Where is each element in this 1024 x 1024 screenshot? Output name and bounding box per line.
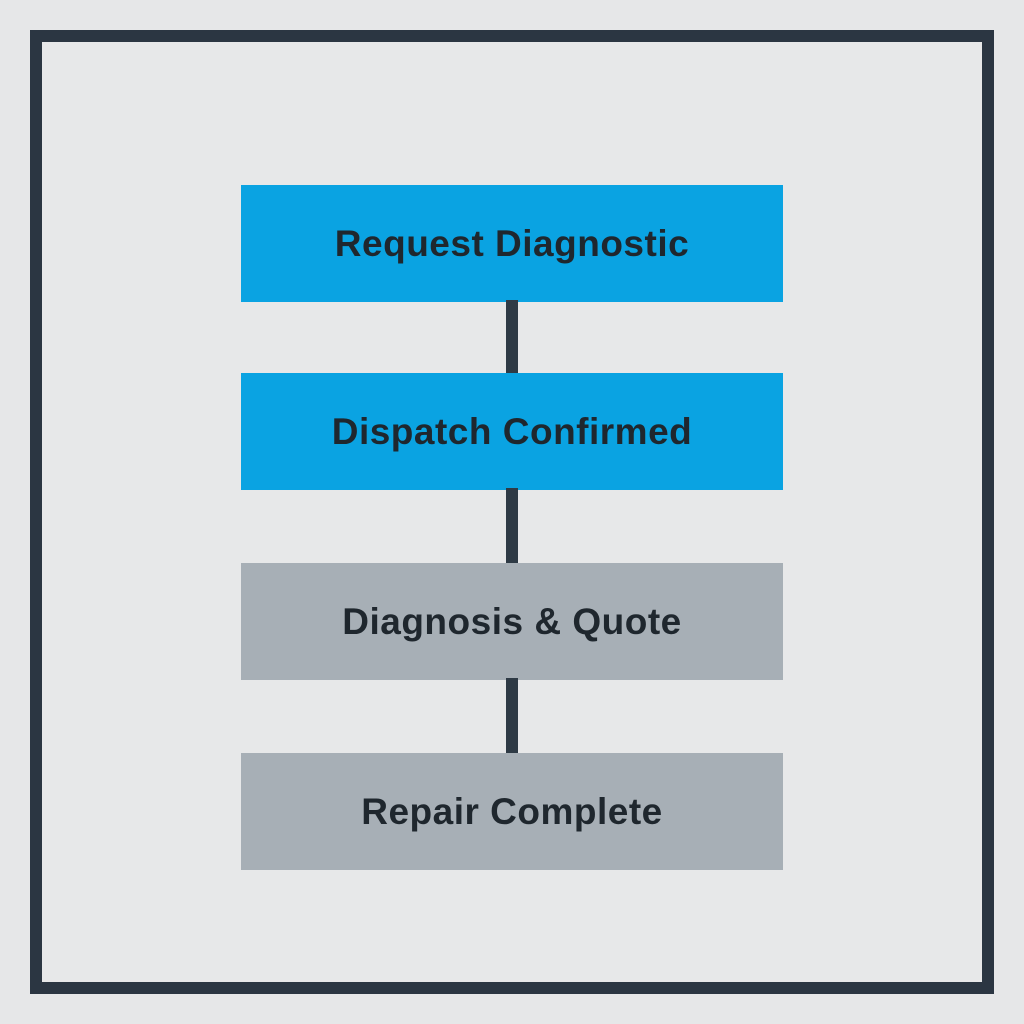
flow-step-label: Request Diagnostic bbox=[334, 222, 690, 264]
flow-step-label: Dispatch Confirmed bbox=[331, 410, 693, 452]
flow-step-repair-complete: Repair Complete bbox=[241, 753, 783, 870]
flow-step-dispatch-confirmed: Dispatch Confirmed bbox=[241, 373, 783, 490]
flow-connector bbox=[506, 488, 518, 565]
flow-step-label: Repair Complete bbox=[361, 790, 663, 832]
flow-step-diagnosis-quote: Diagnosis & Quote bbox=[241, 563, 783, 680]
flow-step-request-diagnostic: Request Diagnostic bbox=[241, 185, 783, 302]
flow-connector bbox=[506, 300, 518, 375]
flow-step-label: Diagnosis & Quote bbox=[342, 600, 682, 642]
flow-connector bbox=[506, 678, 518, 755]
